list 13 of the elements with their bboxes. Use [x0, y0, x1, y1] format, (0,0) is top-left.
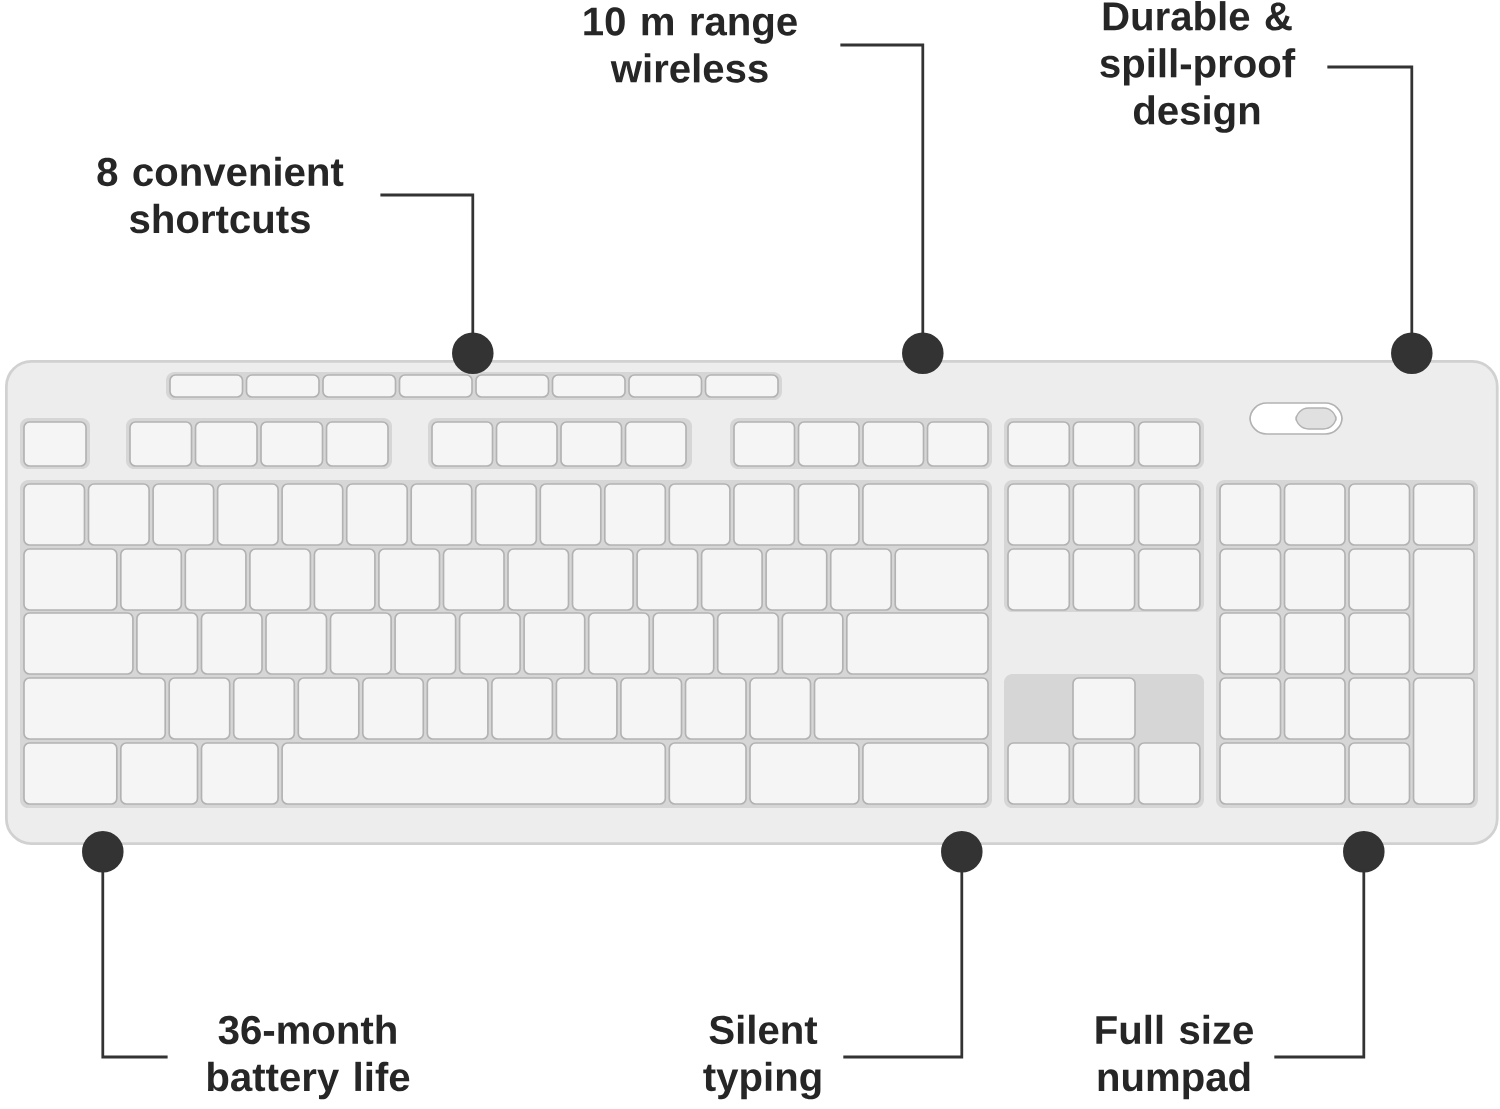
- callout-text: Silent typing: [703, 1014, 821, 1100]
- callout-text: Full size numpad: [1096, 1014, 1253, 1100]
- callout-text: 8 convenient shortcuts: [97, 156, 344, 234]
- leader-line: [843, 830, 983, 1059]
- callout-text: 36-month battery life: [208, 1014, 410, 1100]
- keyboard-drawing: [5, 360, 1499, 845]
- leader-line: [1274, 830, 1385, 1059]
- callout-text: Durable & spill-proof design: [1100, 1, 1296, 133]
- leader-line: [82, 830, 168, 1059]
- leader-line: [380, 193, 494, 374]
- leader-line: [1327, 65, 1433, 374]
- leader-line: [840, 43, 944, 374]
- callout-text: 10 m range wireless: [584, 7, 797, 83]
